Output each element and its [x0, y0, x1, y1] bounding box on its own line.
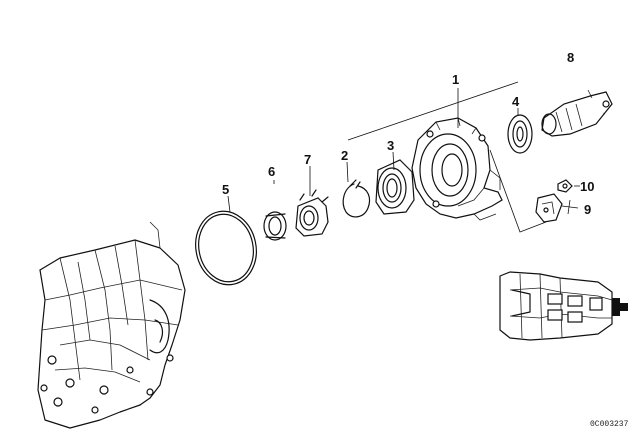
part-5-o-ring	[195, 210, 257, 286]
part-4-shaft-seal	[507, 114, 533, 154]
part-9-bracket	[535, 193, 563, 223]
leader-lines	[227, 88, 580, 213]
callout-9: 9	[584, 202, 591, 217]
callout-6: 6	[268, 164, 275, 179]
part-3-ball-bearing	[375, 159, 415, 215]
part-6-seal-ring	[263, 211, 287, 241]
callout-8: 8	[567, 50, 574, 65]
callout-5: 5	[222, 182, 229, 197]
part-7-flange	[295, 189, 329, 237]
callout-3: 3	[387, 138, 394, 153]
housing-bolts	[40, 354, 174, 414]
callout-10: 10	[580, 179, 594, 194]
part-1-main-housing	[411, 117, 503, 221]
part-10-bolt	[557, 179, 573, 193]
callout-4: 4	[512, 94, 520, 109]
callout-7: 7	[304, 152, 311, 167]
transmission-housing	[37, 221, 186, 429]
callout-1: 1	[452, 72, 459, 87]
inset-thumbnail	[496, 268, 628, 352]
drawing-code: 0C003237	[590, 420, 629, 429]
callout-2: 2	[341, 148, 348, 163]
part-2-circlip	[342, 179, 371, 218]
callouts: 1 2 3 4 5 6 7 8 9 10	[222, 50, 594, 217]
part-8-sensor	[541, 89, 613, 137]
